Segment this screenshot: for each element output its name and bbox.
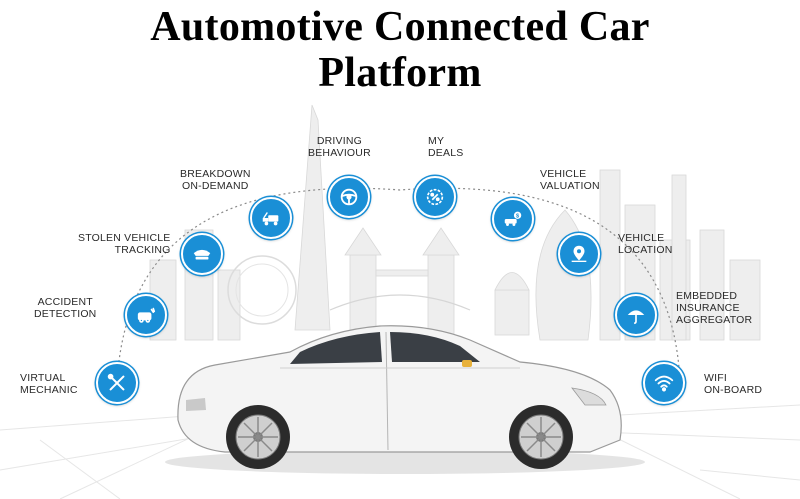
label-line: MECHANIC (20, 384, 78, 396)
feature-vehicle-valuation-label: VEHICLE VALUATION (540, 168, 600, 192)
feature-breakdown-on-demand-label: BREAKDOWN ON-DEMAND (180, 168, 251, 192)
label-line: VEHICLE (540, 168, 587, 180)
page-title: Automotive Connected Car Platform (0, 4, 800, 96)
label-line: ACCIDENT (37, 296, 93, 308)
label-line: DEALS (428, 147, 464, 159)
label-line: VIRTUAL (20, 372, 66, 384)
discount-badge-icon[interactable] (414, 176, 456, 218)
umbrella-icon[interactable] (615, 294, 657, 336)
feature-stolen-vehicle-tracking-label: STOLEN VEHICLE TRACKING (78, 232, 170, 256)
feature-accident-detection-label: ACCIDENT DETECTION (34, 296, 96, 320)
wrench-screwdriver-icon[interactable] (96, 362, 138, 404)
label-line: EMBEDDED (676, 290, 738, 302)
feature-arc (116, 187, 681, 383)
label-line: BEHAVIOUR (308, 147, 371, 159)
map-pin-icon[interactable] (558, 233, 600, 275)
feature-embedded-insurance-aggregator-label: EMBEDDED INSURANCE AGGREGATOR (676, 290, 752, 326)
label-line: DRIVING (316, 135, 363, 147)
title-line-1: Automotive Connected Car (150, 4, 650, 50)
label-line: BREAKDOWN (180, 168, 251, 180)
label-line: STOLEN VEHICLE (78, 232, 171, 244)
label-line: MY (428, 135, 445, 147)
label-line: WIFI (704, 372, 727, 384)
feature-vehicle-location-label: VEHICLE LOCATION (618, 232, 673, 256)
label-line: TRACKING (114, 244, 171, 256)
label-line: INSURANCE (676, 302, 740, 314)
label-line: ON-DEMAND (182, 180, 249, 192)
feature-my-deals-label: MY DEALS (428, 135, 463, 159)
svg-text:$: $ (516, 214, 519, 220)
feature-driving-behaviour-label: DRIVING BEHAVIOUR (308, 135, 371, 159)
police-cap-icon[interactable] (181, 233, 223, 275)
feature-virtual-mechanic-label: VIRTUAL MECHANIC (20, 372, 78, 396)
label-line: ON-BOARD (704, 384, 763, 396)
label-line: DETECTION (34, 308, 97, 320)
title-line-2: Platform (318, 50, 482, 96)
car-illustration (165, 325, 645, 474)
crashed-car-icon[interactable] (125, 294, 167, 336)
tow-truck-icon[interactable] (250, 197, 292, 239)
wifi-icon[interactable] (643, 362, 685, 404)
feature-wifi-on-board-label: WIFI ON-BOARD (704, 372, 762, 396)
label-line: AGGREGATOR (676, 314, 753, 326)
label-line: LOCATION (618, 244, 673, 256)
steering-wheel-icon[interactable] (328, 176, 370, 218)
label-line: VALUATION (540, 180, 600, 192)
car-dollar-icon[interactable]: $ (492, 198, 534, 240)
label-line: VEHICLE (618, 232, 665, 244)
